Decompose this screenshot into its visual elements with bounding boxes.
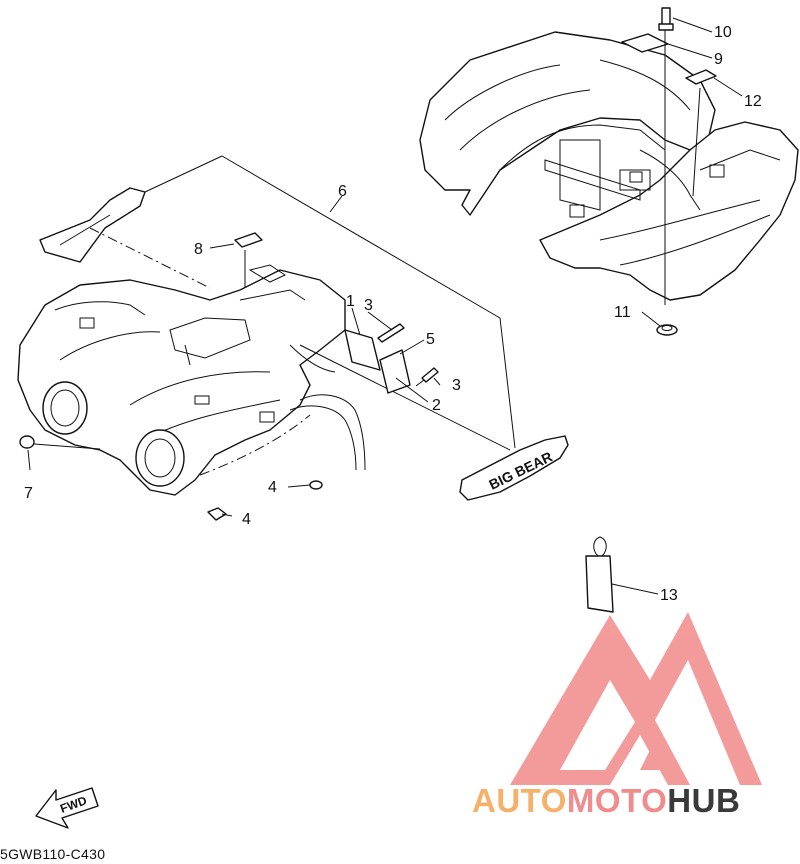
callout-6: 6 <box>338 183 347 200</box>
callout-3a: 3 <box>364 297 373 314</box>
watermark-moto: MOTO <box>566 782 668 819</box>
callout-9: 9 <box>714 51 723 68</box>
watermark-auto: AUTO <box>472 782 567 819</box>
bracket-1 <box>344 329 381 371</box>
front-fender <box>17 264 366 496</box>
callout-3b: 3 <box>452 377 461 394</box>
callout-4a: 4 <box>268 479 277 496</box>
bolt-3a <box>377 323 405 343</box>
callout-7: 7 <box>24 485 33 502</box>
fwd-arrow-icon: FWD <box>35 787 99 829</box>
decal-12 <box>685 69 717 85</box>
tag-13 <box>585 536 614 613</box>
decal-8 <box>234 232 263 248</box>
callout-11: 11 <box>614 304 631 321</box>
diagram-code: 5GWB110-C430 <box>0 846 106 862</box>
plate-5 <box>379 349 411 394</box>
grommet-11 <box>656 324 678 336</box>
bolt-3b <box>415 367 439 387</box>
callout-10: 10 <box>714 24 732 41</box>
nut-4b <box>207 507 227 521</box>
callout-5: 5 <box>426 331 435 348</box>
callout-4b: 4 <box>242 511 251 528</box>
plug-7 <box>19 435 35 449</box>
callout-12: 12 <box>744 93 762 110</box>
watermark-hub: HUB <box>667 782 741 819</box>
big-bear-decal: BIG BEAR <box>459 435 569 501</box>
callout-1: 1 <box>346 293 355 310</box>
callout-2: 2 <box>432 397 441 414</box>
automotohub-logo-icon <box>510 612 762 785</box>
callout-8: 8 <box>194 241 203 258</box>
rear-fender <box>419 31 799 301</box>
bolt-10 <box>658 7 674 31</box>
automotohub-watermark: AUTOMOTOHUB <box>472 782 740 820</box>
pad-6 <box>39 187 146 263</box>
callout-13: 13 <box>660 587 678 604</box>
nut-4a <box>309 480 323 490</box>
